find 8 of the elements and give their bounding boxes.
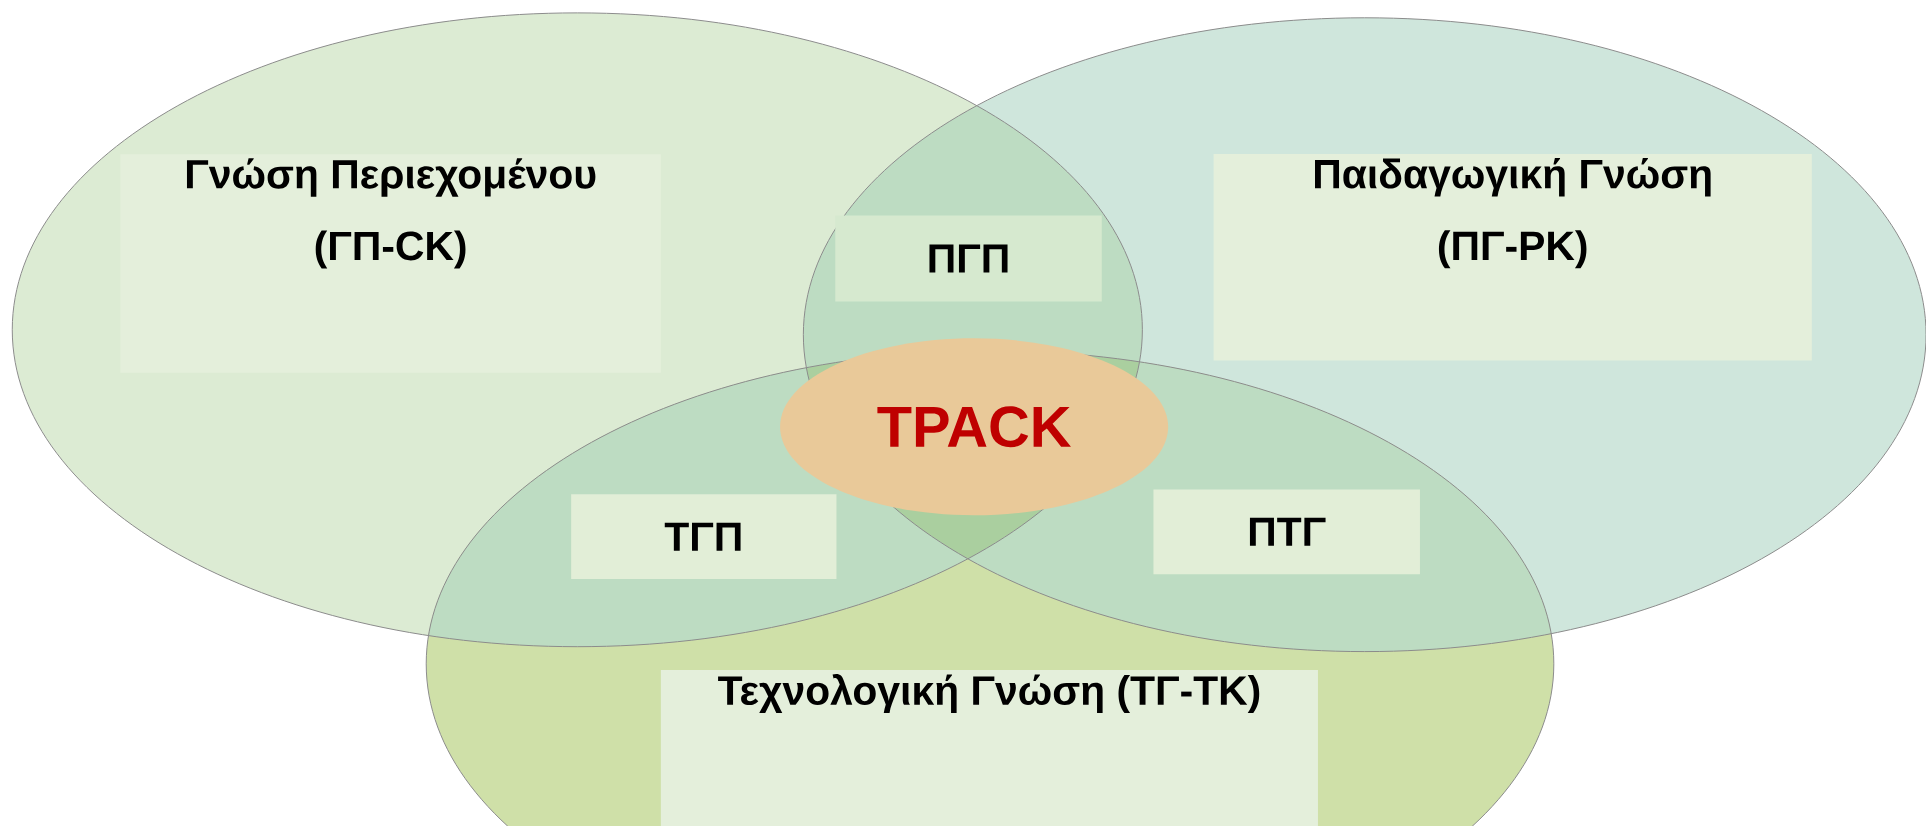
label-box: Τεχνολογική Γνώση (ΤΓ-TK) bbox=[660, 670, 1318, 826]
label-box: Παιδαγωγική Γνώση (ΠΓ-PK) bbox=[1213, 154, 1812, 361]
overlap-label: ΠΓΠ bbox=[835, 215, 1102, 302]
overlap-label: ΤΓΠ bbox=[571, 494, 837, 580]
venn-ellipse bbox=[11, 12, 1143, 648]
overlap-label: ΠΤΓ bbox=[1153, 489, 1420, 575]
venn-ellipse bbox=[802, 17, 1926, 653]
label-box: Γνώση Περιεχομένου (ΓΠ-CK) bbox=[120, 154, 661, 373]
